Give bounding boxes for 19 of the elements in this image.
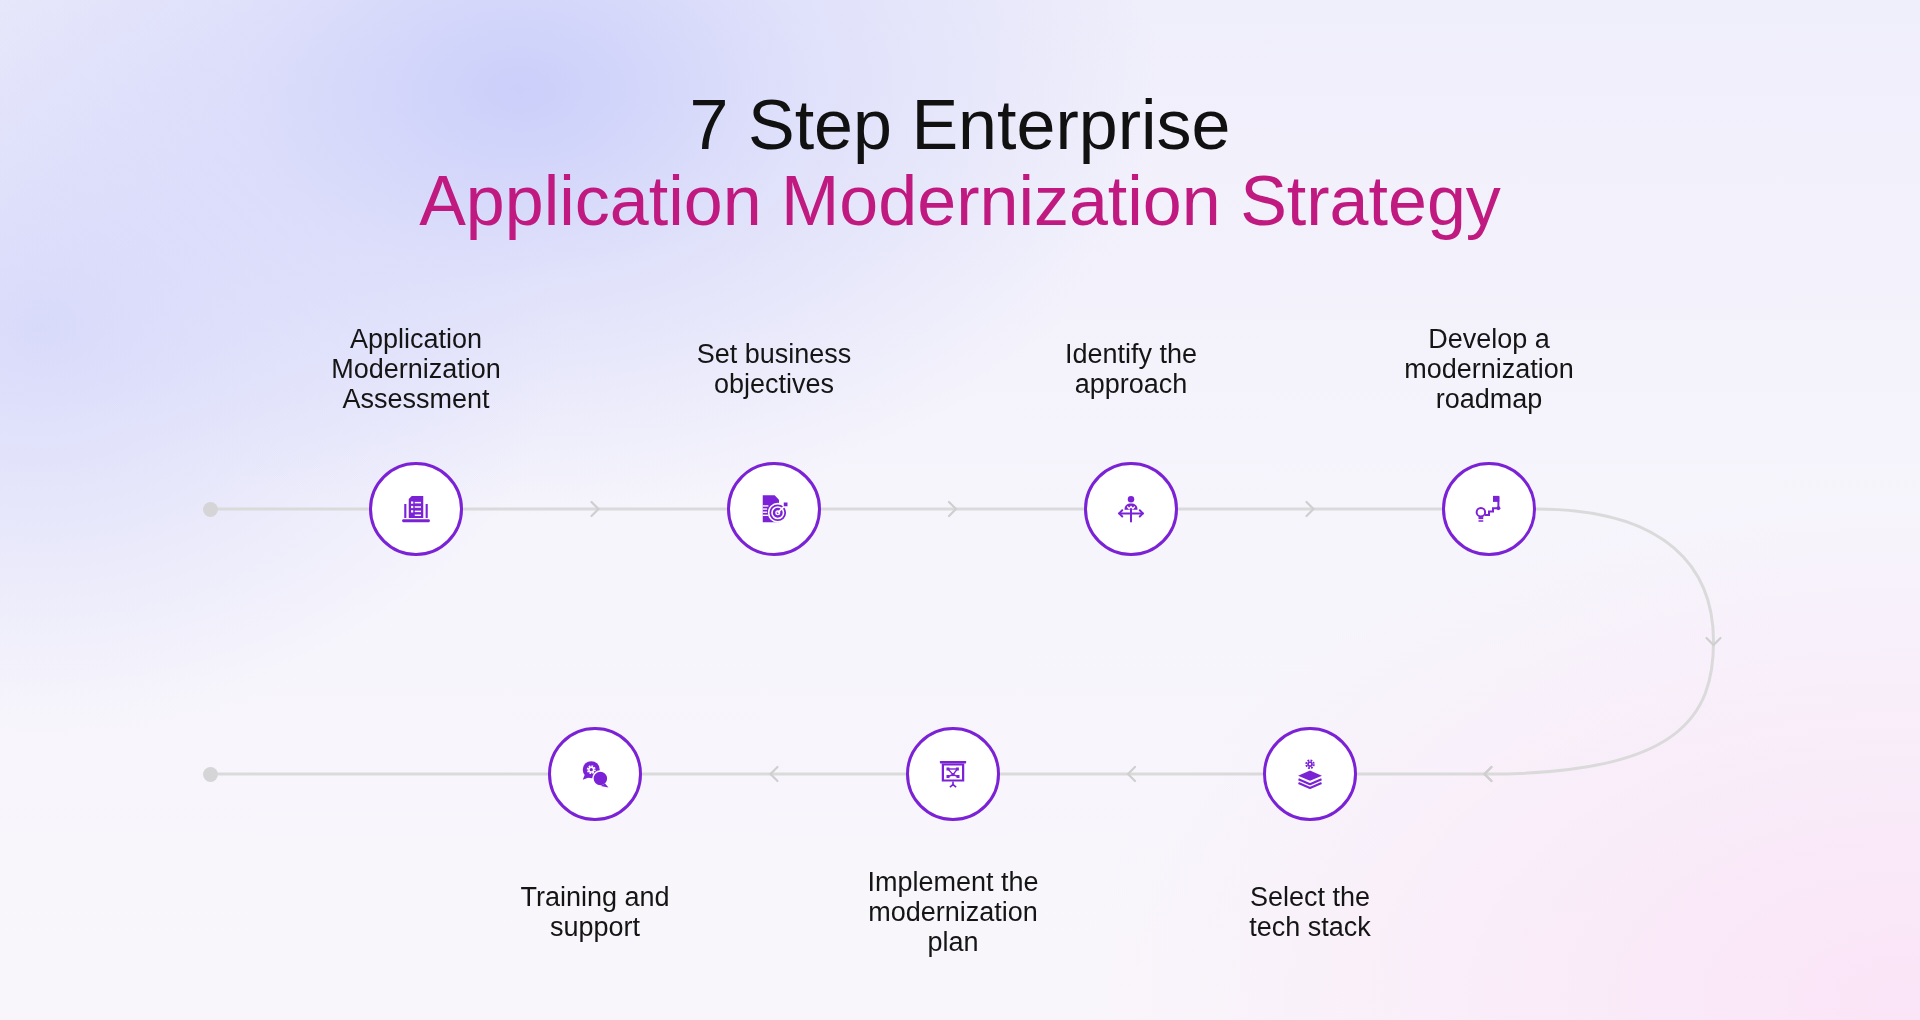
step-label: Set business objectives: [695, 339, 853, 399]
step-label: Develop a modernization roadmap: [1403, 324, 1575, 414]
endpoint-dot: [202, 766, 218, 782]
step-label: Training and support: [519, 882, 671, 942]
endpoint-dot: [202, 501, 218, 517]
arrow-line: [1000, 765, 1263, 783]
step-label: Select the tech stack: [1248, 882, 1372, 942]
arrow-line: [1357, 507, 1722, 783]
arrow-line: [642, 765, 906, 783]
step-label: Identify the approach: [1063, 339, 1199, 399]
step-label: Implement the modernization plan: [866, 867, 1040, 957]
connector-line: [217, 772, 548, 776]
title: 7 Step Enterprise: [689, 87, 1231, 163]
arrow-line: [1178, 500, 1442, 518]
arrow-line: [821, 500, 1084, 518]
connector-line: [217, 507, 369, 511]
subtitle: Application Modernization Strategy: [419, 163, 1501, 239]
step-label: Application Modernization Assessment: [330, 324, 502, 414]
arrow-line: [463, 500, 727, 518]
